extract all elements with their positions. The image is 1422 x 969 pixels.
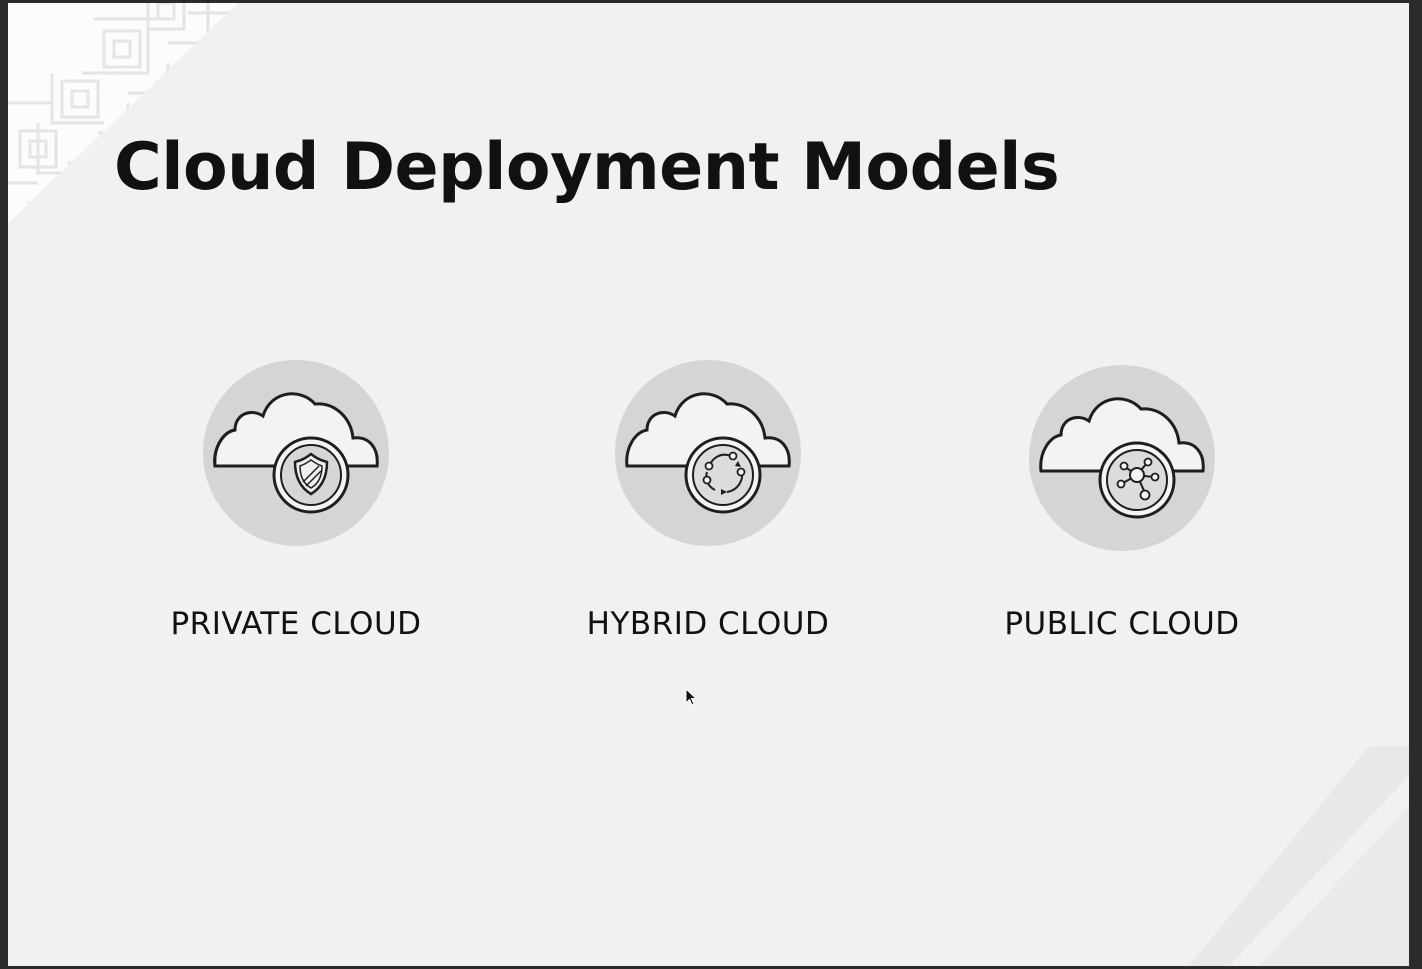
corner-pattern-decoration xyxy=(8,3,238,223)
model-hybrid-cloud: HYBRID CLOUD xyxy=(558,358,858,642)
model-label: PRIVATE CLOUD xyxy=(170,606,422,642)
model-label: HYBRID CLOUD xyxy=(586,606,830,642)
mouse-cursor-icon xyxy=(685,688,698,706)
cloud-network-icon xyxy=(1029,365,1215,551)
cloud-shield-icon xyxy=(203,360,389,546)
model-private-cloud: PRIVATE CLOUD xyxy=(146,358,446,642)
corner-stripe-decoration xyxy=(1189,746,1409,966)
slide-title: Cloud Deployment Models xyxy=(114,130,1060,205)
model-public-cloud: PUBLIC CLOUD xyxy=(972,358,1272,642)
model-label: PUBLIC CLOUD xyxy=(1004,606,1240,642)
slide: Cloud Deployment Models PRIVATE CLOUD xyxy=(8,3,1409,966)
cloud-cycle-icon xyxy=(615,360,801,546)
